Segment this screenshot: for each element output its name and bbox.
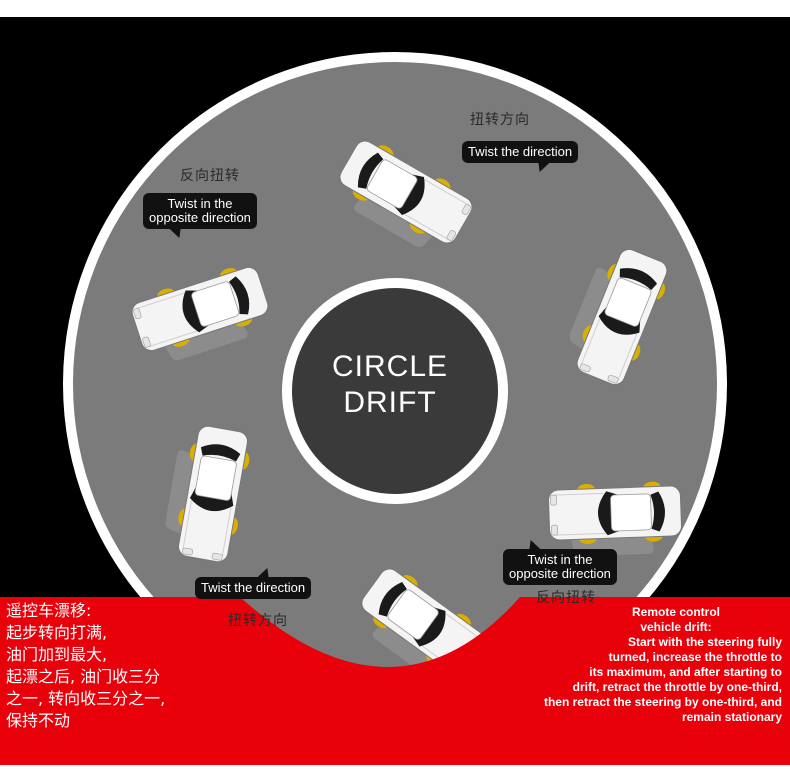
instructions-en-line5: its maximum, and after starting to <box>589 665 782 679</box>
instructions-en-line1: Remote control <box>631 605 720 619</box>
bubble-upper-left-line2: opposite direction <box>149 210 251 225</box>
instructions-cn-line3: 油门加到最大, <box>6 645 108 664</box>
instructions-cn: 遥控车漂移: 起步转向打满, 油门加到最大, 起漂之后, 油门收三分 之一, 转… <box>6 600 165 732</box>
instructions-cn-line5: 之一, 转向收三分之一, <box>6 689 166 708</box>
label-lower-left-cn: 扭转方向 <box>228 613 288 629</box>
bubble-lower-left: Twist the direction <box>195 577 312 599</box>
instructions-cn-line1: 遥控车漂移: <box>6 601 92 620</box>
instructions-en-line2: vehicle drift: <box>640 620 712 634</box>
label-upper-left-cn: 反向扭转 <box>180 168 240 184</box>
instructions-en-line7: then retract the steering by one-third, … <box>543 695 782 709</box>
instructions-en-line6: drift, retract the throttle by one-third… <box>572 680 782 694</box>
track-center <box>292 288 498 494</box>
instructions-en-line3: Start with the steering fully <box>627 635 782 649</box>
red-banner <box>0 597 790 765</box>
center-title: CIRCLE DRIFT <box>290 349 490 421</box>
instructions-cn-line2: 起步转向打满, <box>6 623 108 642</box>
bubble-upper-left: Twist in the opposite direction <box>143 193 257 229</box>
bubble-lower-right-line1: Twist in the <box>527 552 593 567</box>
bubble-top: Twist the direction <box>462 141 579 163</box>
label-lower-right-cn: 反向扭转 <box>536 590 596 606</box>
bubble-upper-left-line1: Twist in the <box>167 196 233 211</box>
label-top-cn: 扭转方向 <box>470 112 530 128</box>
center-title-line1: CIRCLE <box>331 350 449 383</box>
instructions-en-line8: remain stationary <box>681 710 782 724</box>
instructions-cn-line4: 起漂之后, 油门收三分 <box>6 667 161 686</box>
center-title-line2: DRIFT <box>343 386 437 419</box>
instructions-en: Remote control vehicle drift: Start with… <box>510 605 782 725</box>
instructions-cn-line6: 保持不动 <box>6 711 71 730</box>
bubble-lower-right-line2: opposite direction <box>509 566 611 581</box>
instructions-en-line4: turned, increase the throttle to <box>608 650 782 664</box>
black-panel: CIRCLE DRIFT 扭转方向 Twist the direction 反向… <box>0 17 790 765</box>
bubble-lower-right: Twist in the opposite direction <box>503 549 617 585</box>
